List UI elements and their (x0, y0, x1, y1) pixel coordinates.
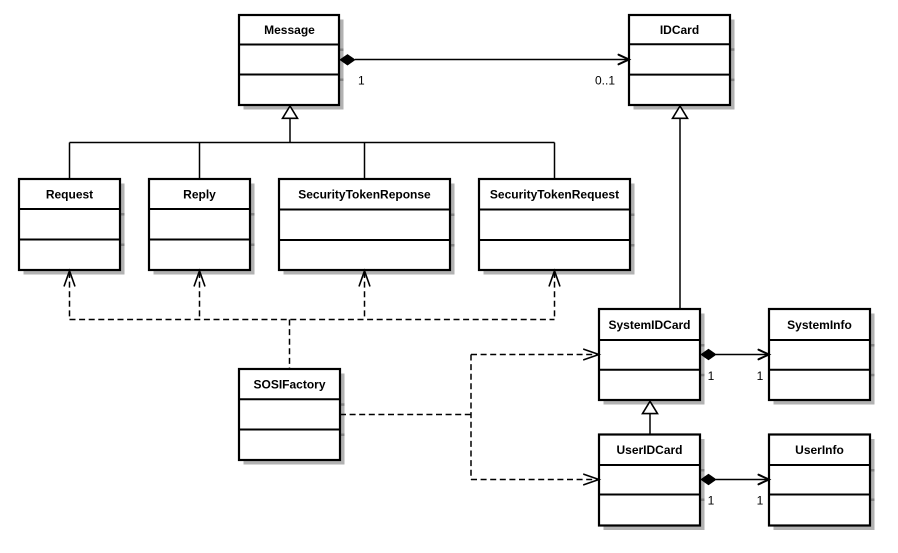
svg-text:UserIDCard: UserIDCard (616, 443, 682, 457)
svg-text:1: 1 (708, 369, 715, 383)
svg-text:1: 1 (757, 369, 764, 383)
svg-text:SOSIFactory: SOSIFactory (253, 378, 325, 392)
svg-text:SystemInfo: SystemInfo (787, 318, 852, 332)
svg-text:UserInfo: UserInfo (795, 443, 844, 457)
svg-text:0..1: 0..1 (595, 73, 615, 87)
svg-text:Message: Message (264, 23, 315, 37)
svg-text:1: 1 (708, 494, 715, 508)
svg-text:IDCard: IDCard (660, 23, 699, 37)
svg-text:SystemIDCard: SystemIDCard (608, 318, 690, 332)
svg-text:Reply: Reply (183, 188, 216, 202)
svg-text:1: 1 (757, 494, 764, 508)
svg-text:1: 1 (358, 73, 365, 87)
svg-text:Request: Request (46, 188, 93, 202)
svg-text:SecurityTokenReponse: SecurityTokenReponse (298, 188, 431, 202)
svg-text:SecurityTokenRequest: SecurityTokenRequest (490, 188, 619, 202)
